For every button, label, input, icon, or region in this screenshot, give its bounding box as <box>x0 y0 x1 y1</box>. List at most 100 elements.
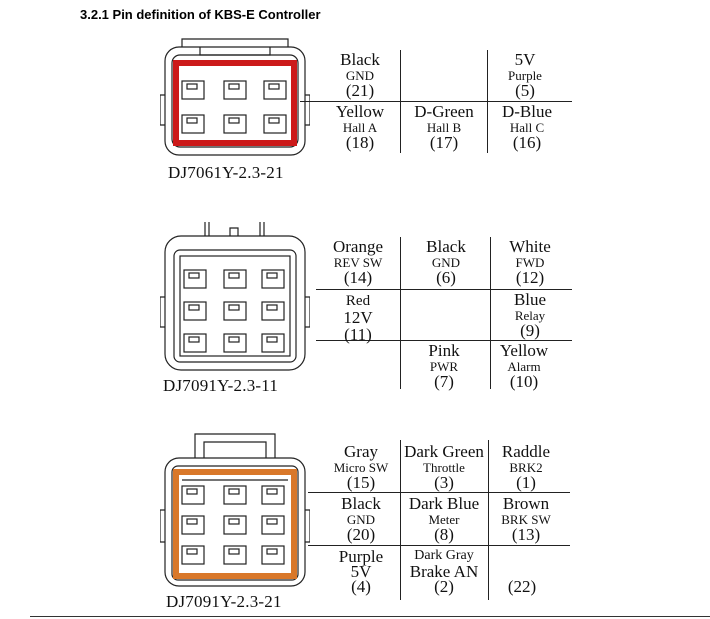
connector-1-pin-cell: 5V Purple (5) <box>485 51 565 99</box>
connector-2-row-divider-2 <box>316 340 572 341</box>
pin-number: (7) <box>434 372 454 391</box>
pin-color: Yellow <box>335 102 385 121</box>
connector-3-row-divider-2 <box>308 545 570 546</box>
pin-color: Red <box>345 293 371 309</box>
pin-function: Hall A <box>342 120 378 135</box>
pin-number: (13) <box>511 525 541 544</box>
connector-2-diagram <box>160 222 310 371</box>
connector-3-pin-cell: Dark Gray Brake AN (2) <box>400 548 488 596</box>
connector-3-pin-cell: (22) <box>486 578 558 595</box>
pin-number: (10) <box>509 372 539 391</box>
pin-number: (2) <box>434 577 454 596</box>
pin-color: Dark Blue <box>408 494 480 513</box>
pin-color: Black <box>341 494 381 513</box>
connector-2-pin-cell: Yellow Alarm (10) <box>484 342 564 390</box>
pin-color: Orange <box>332 237 384 256</box>
pin-number: (22) <box>507 577 537 596</box>
pin-number: (17) <box>429 133 459 152</box>
connector-1-pin-cell: D-Blue Hall C (16) <box>487 103 567 151</box>
pin-color: Dark Gray <box>414 548 474 563</box>
pin-function: PWR <box>429 359 459 374</box>
connector-3-pin-cell: Gray Micro SW (15) <box>322 443 400 491</box>
connector-1-diagram <box>160 38 310 156</box>
connector-1-col-divider-2 <box>487 50 488 153</box>
pin-color: Brown <box>502 494 550 513</box>
connector-2-pin-cell: Orange REV SW (14) <box>318 238 398 286</box>
connector-2-code: DJ7091Y-2.3-11 <box>163 376 279 395</box>
pin-function: 5V <box>350 562 372 581</box>
pin-function: Alarm <box>507 359 541 374</box>
pin-color: 5V <box>514 50 536 69</box>
connector-1-pin-cell: Yellow Hall A (18) <box>320 103 400 151</box>
pin-color: Pink <box>428 341 460 360</box>
pin-number: (16) <box>512 133 542 152</box>
connector-2-pin-cell: Pink PWR (7) <box>404 342 484 390</box>
pin-color: Purple <box>338 547 384 566</box>
pin-function: Brake AN <box>409 562 479 581</box>
pin-function: BRK SW <box>501 512 551 527</box>
pin-function: Hall B <box>426 120 462 135</box>
pin-color: Yellow <box>499 341 549 360</box>
connector-2-pin-cell: Blue Relay (9) <box>490 291 570 339</box>
connector-3-pin-cell: Dark Blue Meter (8) <box>400 495 488 543</box>
pin-number: (1) <box>516 473 536 492</box>
connector-3-pin-cell: Brown BRK SW (13) <box>486 495 566 543</box>
connector-2-pin-cell: Black GND (6) <box>404 238 488 286</box>
pin-function: BRK2 <box>509 460 543 475</box>
pin-function: Purple <box>508 68 542 83</box>
connector-1-pin-cell: D-Green Hall B (17) <box>402 103 486 151</box>
pin-function: 12V <box>343 308 373 327</box>
connector-2-row-divider-1 <box>316 289 572 290</box>
pin-function: GND <box>431 255 461 270</box>
pin-color: Raddle <box>501 442 551 461</box>
pin-function: GND <box>346 512 376 527</box>
connector-3-diagram <box>160 433 310 587</box>
pin-function: Relay <box>514 308 546 323</box>
pin-color: Black <box>340 50 380 69</box>
connector-3-highlight <box>173 469 297 579</box>
pin-number: (9) <box>520 321 540 340</box>
connector-3-row-divider-1 <box>308 492 570 493</box>
pin-number: (11) <box>344 325 372 344</box>
pin-number: (21) <box>345 81 375 100</box>
connector-2-col-divider-2 <box>490 237 491 389</box>
pin-function: GND <box>345 68 375 83</box>
page-bottom-rule <box>30 616 710 617</box>
pin-function: REV SW <box>333 255 383 270</box>
pin-color: D-Green <box>414 102 474 121</box>
pin-number: (15) <box>346 473 376 492</box>
pin-color: Dark Green <box>404 442 484 461</box>
connector-3-pin-cell: Purple 5V (4) <box>322 548 400 595</box>
connector-3-pin-cell: Dark Green Throttle (3) <box>396 443 492 491</box>
pin-number: (3) <box>434 473 454 492</box>
connector-2-pin-cell: White FWD (12) <box>490 238 570 286</box>
pin-color: Black <box>426 237 466 256</box>
pin-function: Throttle <box>423 460 465 475</box>
pin-function: Micro SW <box>333 460 389 475</box>
pin-color: Blue <box>513 290 547 309</box>
connector-1-highlight <box>173 60 297 146</box>
connector-2-col-divider-1 <box>400 237 401 389</box>
connector-1-row-divider <box>300 101 572 102</box>
pin-number: (5) <box>515 81 535 100</box>
pin-number: (12) <box>515 268 545 287</box>
pin-number: (8) <box>434 525 454 544</box>
connector-1-pin-cell: Black GND (21) <box>320 51 400 99</box>
connector-3-code: DJ7091Y-2.3-21 <box>166 592 282 611</box>
pin-color: D-Blue <box>501 102 553 121</box>
pin-number: (6) <box>436 268 456 287</box>
pin-color: White <box>509 237 551 256</box>
pin-color: Gray <box>344 442 378 461</box>
pin-number: (4) <box>351 577 371 596</box>
connector-3-pin-cell: Black GND (20) <box>322 495 400 543</box>
connector-2-pin-cell: Red 12V (11) <box>318 293 398 344</box>
connector-3-col-divider-2 <box>488 440 489 600</box>
connector-1-code: DJ7061Y-2.3-21 <box>168 163 284 182</box>
pin-number: (14) <box>343 268 373 287</box>
connector-3-pin-cell: Raddle BRK2 (1) <box>486 443 566 491</box>
pin-number: (18) <box>345 133 375 152</box>
connector-3-col-divider-1 <box>400 440 401 600</box>
pin-function: FWD <box>515 255 545 270</box>
pin-number: (20) <box>346 525 376 544</box>
section-heading: 3.2.1 Pin definition of KBS-E Controller <box>80 7 321 22</box>
